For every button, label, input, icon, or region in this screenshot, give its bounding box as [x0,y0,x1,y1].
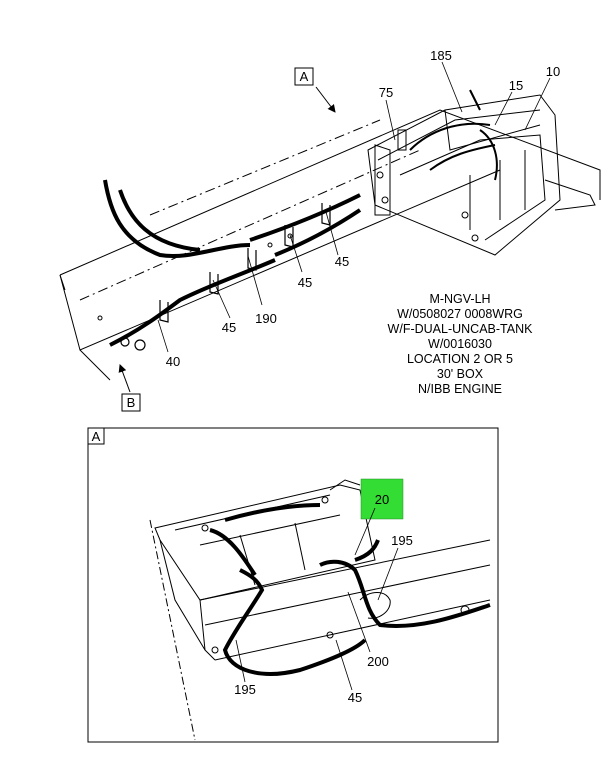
callout-185: 185 [430,48,452,63]
callout-20: 20 [375,492,389,507]
callout-45-right: 45 [335,254,349,269]
callout-45-detail: 45 [348,690,362,705]
callout-45-left: 45 [222,320,236,335]
note-line: W/F-DUAL-UNCAB-TANK [387,322,533,336]
callout-45-middle: 45 [298,275,312,290]
detail-view-letter-box: A [87,427,105,445]
callout-40: 40 [166,354,180,369]
detail-battery-box [149,479,491,741]
callout-195-left: 195 [234,682,256,697]
note-line: W/0508027 0008WRG [397,307,523,321]
view-a-label-box: A [294,67,314,86]
frame-rail [59,109,601,381]
note-line: N/IBB ENGINE [417,382,503,396]
note-line: 30' BOX [436,367,484,381]
configuration-notes: M-NGV-LH W/0508027 0008WRG W/F-DUAL-UNCA… [360,292,560,397]
detail-harness [209,503,491,676]
callout-75: 75 [379,85,393,100]
callout-200: 200 [367,654,389,669]
callout-leaders [157,61,551,353]
note-line: W/0016030 [428,337,492,351]
battery-box [367,94,596,256]
callout-10: 10 [546,64,560,79]
highlight-box-20 [360,478,404,520]
callout-15: 15 [509,78,523,93]
detail-view-letter: A [92,429,101,444]
view-arrows [118,86,336,393]
note-line: M-NGV-LH [429,292,491,306]
view-b-letter: B [127,395,136,410]
view-a-letter: A [300,69,309,84]
detail-view-frame [87,427,499,743]
callout-195-right: 195 [391,533,413,548]
view-b-label-box: B [121,393,141,412]
detail-callout-leaders [235,507,399,691]
callout-190: 190 [255,311,277,326]
battery-cables [409,89,498,181]
note-line: LOCATION 2 OR 5 [406,352,514,366]
wiring-harness [103,179,362,347]
